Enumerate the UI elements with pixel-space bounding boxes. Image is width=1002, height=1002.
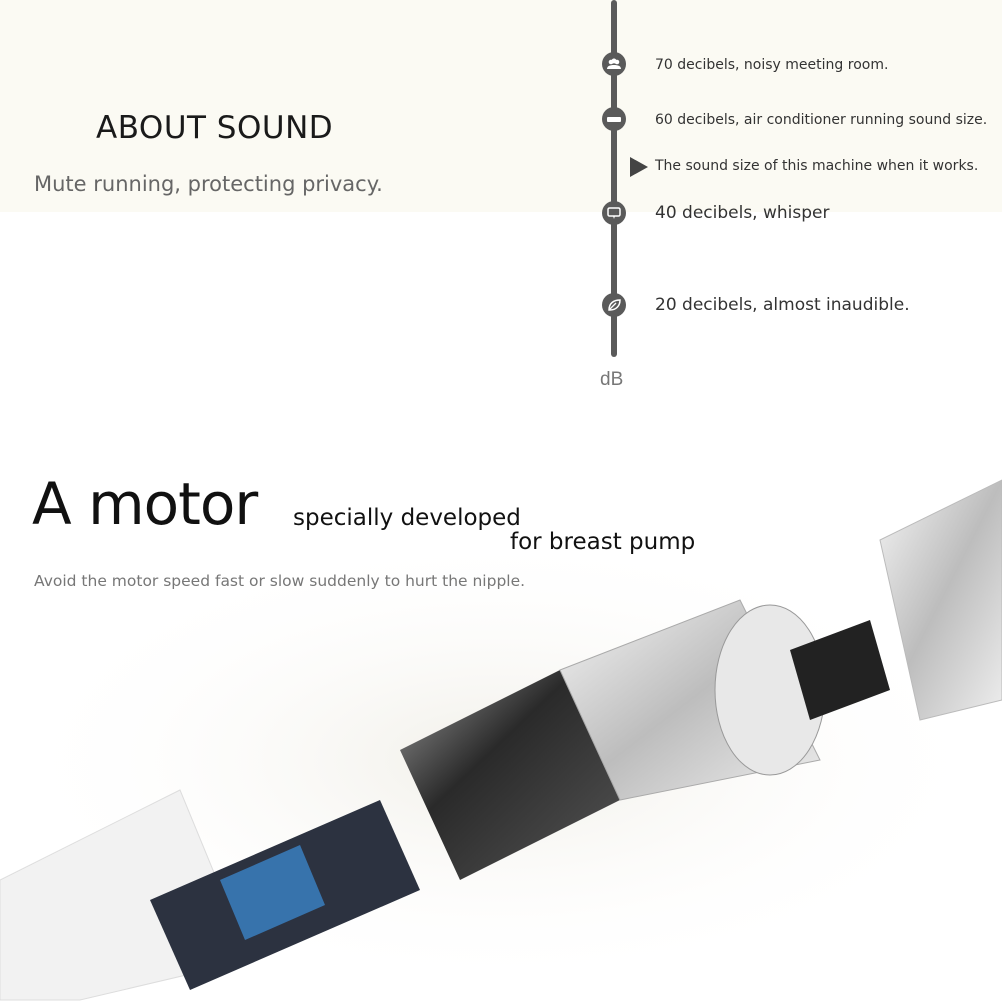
motor-subheadline-line1: specially developed [293,505,521,531]
motor-description: Avoid the motor speed fast or slow sudde… [34,572,526,590]
decibel-unit-label: dB [600,369,624,390]
about-sound-title: ABOUT SOUND [96,110,334,146]
air-conditioner-icon [602,107,626,131]
motor-connector [790,620,890,720]
motor-subheadline-line2: for breast pump [510,529,696,555]
leaf-icon [602,293,626,317]
machine-level-label: The sound size of this machine when it w… [655,158,979,174]
chat-bubble-icon [602,201,626,225]
sound-section-background [0,0,1002,212]
motor-illustration [0,479,1002,1001]
people-icon [602,52,626,76]
decibel-scale-bar [611,0,617,357]
motor-body [400,670,620,880]
level-60db-label: 60 decibels, air conditioner running sou… [655,112,988,128]
level-70db-label: 70 decibels, noisy meeting room. [655,57,889,73]
motor-coil [220,845,325,940]
pointer-arrow-icon [630,157,648,177]
motor-headline: A motor [32,470,258,538]
pump-cylinder [879,479,1002,721]
about-sound-subtitle: Mute running, protecting privacy. [34,172,383,196]
level-40db-label: 40 decibels, whisper [655,203,830,223]
level-20db-label: 20 decibels, almost inaudible. [655,295,910,315]
